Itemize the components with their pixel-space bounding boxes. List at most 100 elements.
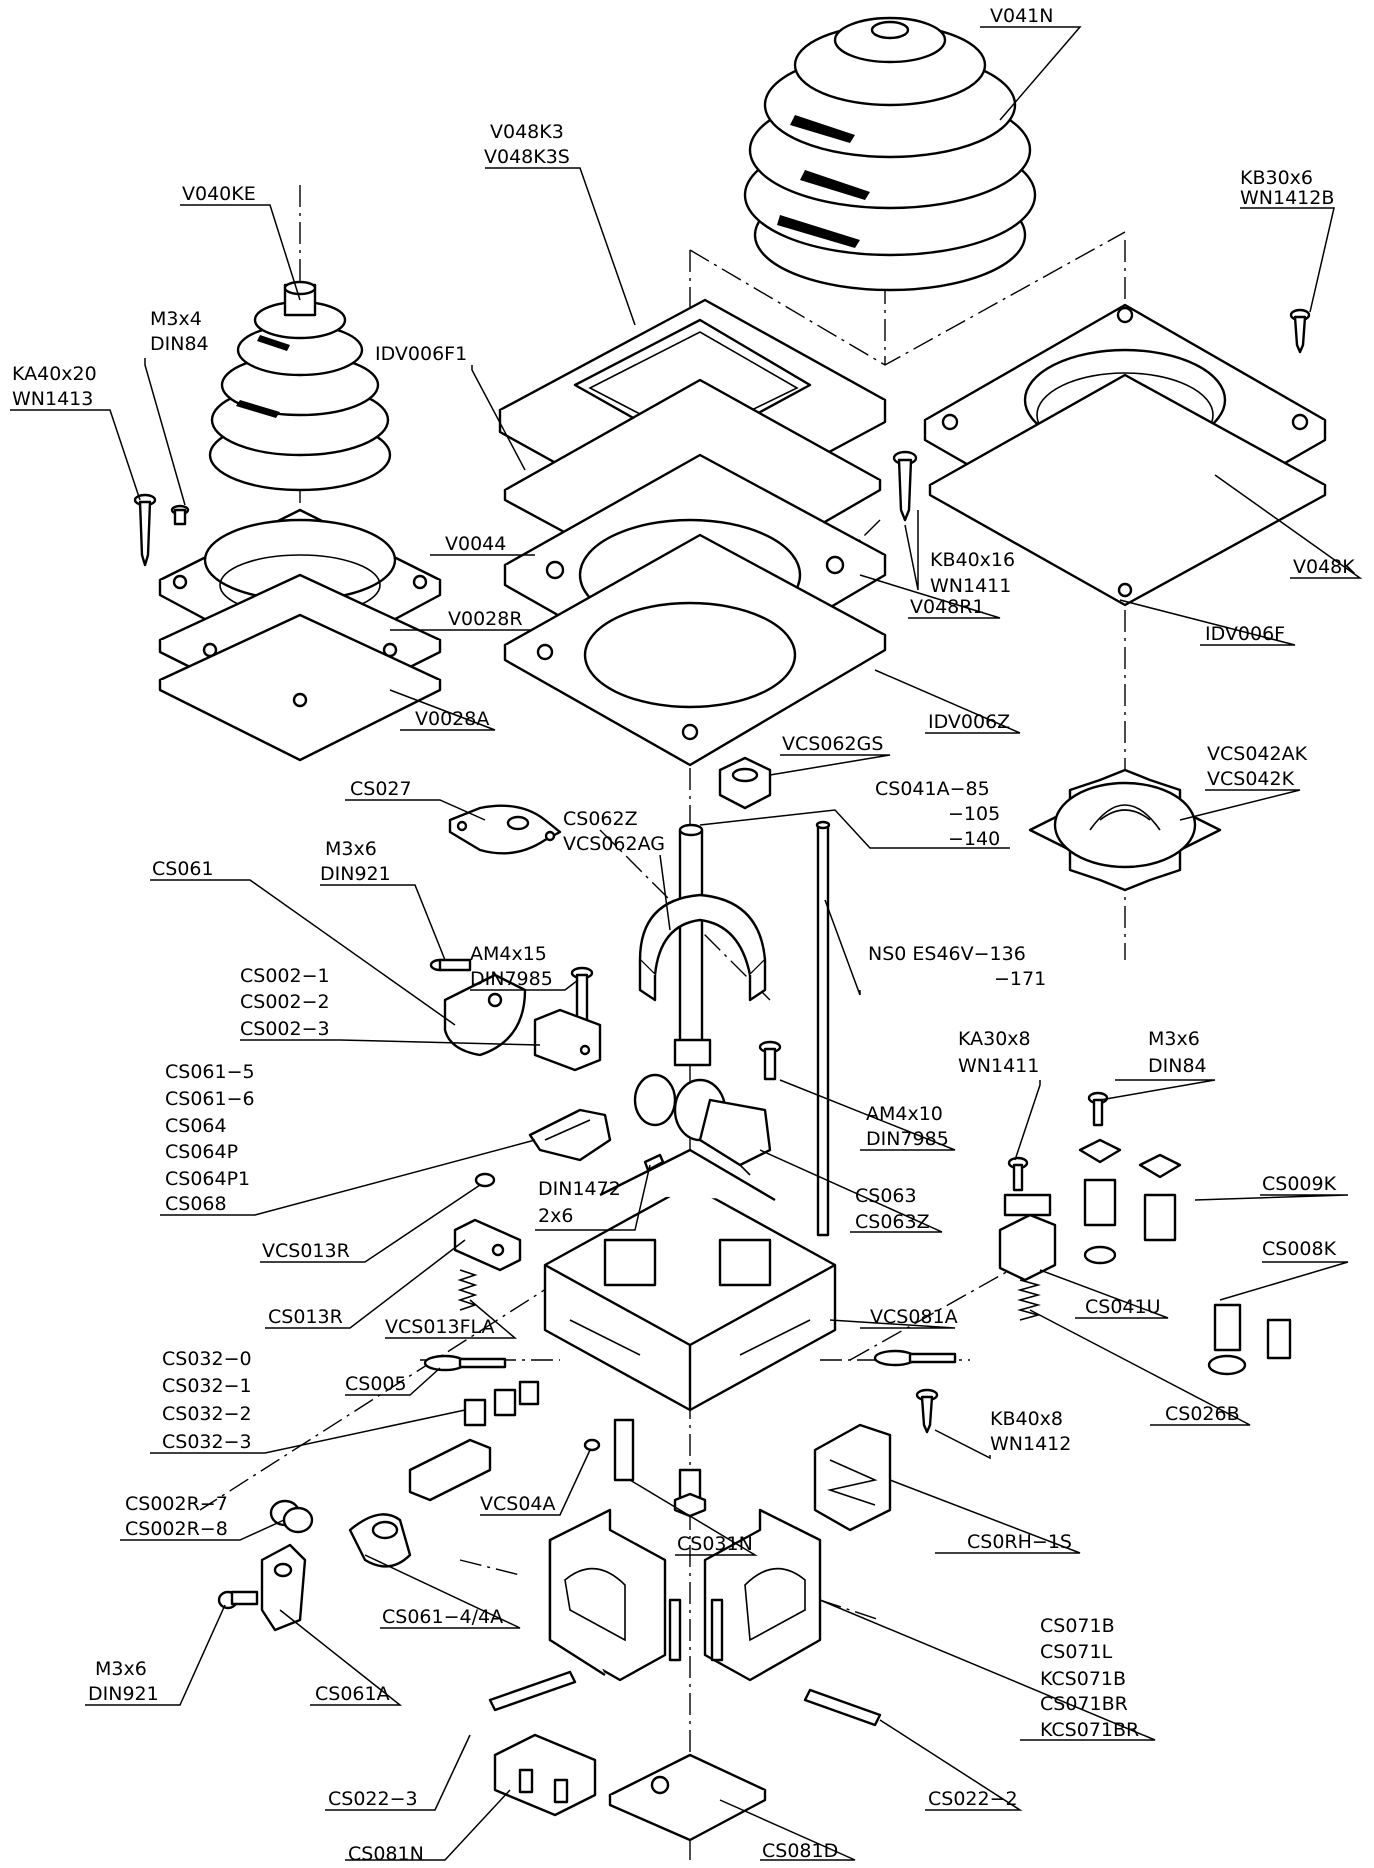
label-cs013r: CS013R [268,1306,343,1328]
label-cs061: CS061 [152,858,214,880]
label-cs062z: CS062Z [563,808,638,830]
kb40x8-screw-part [915,1388,939,1434]
kb40x16-screw-part [892,450,918,522]
label-m3x4: M3x4 [150,308,202,330]
label-cs002-2: CS002−2 [240,991,330,1013]
label-csorh-1s: CS0RH−1S [967,1531,1072,1553]
label-cs041a-140: −140 [948,828,1000,850]
label-v0044: V0044 [445,533,506,555]
leader-lines [10,26,1363,1861]
label-cs009k: CS009K [1262,1173,1337,1195]
cs061-4-lever-part [348,1438,492,1568]
label-din1472: DIN1472 [538,1178,621,1200]
label-kb30x6: KB30x6 [1240,167,1313,189]
cs061-quadrant-part [443,973,527,1057]
label-cs071br: CS071BR [1040,1693,1128,1715]
ka40x20-screw-part [133,493,157,567]
label-vcs042k: VCS042K [1207,768,1295,790]
label-vcs013r: VCS013R [262,1240,350,1262]
label-cs068: CS068 [165,1193,227,1215]
label-v0028a: V0028A [415,708,489,730]
cs008k-part [1207,1303,1292,1376]
label-cs064: CS064 [165,1115,227,1137]
label-din7985-a: DIN7985 [470,968,553,990]
cs041u-part [998,1193,1057,1282]
label-v0028r: V0028R [448,608,523,630]
label-cs022-3: CS022−3 [328,1788,418,1810]
m3x4-screw-part [170,504,190,526]
vcs042ak-part [1028,768,1222,892]
label-ka40x20: KA40x20 [12,363,97,385]
label-cs032-1: CS032−1 [162,1375,252,1397]
label-cs041a-105: −105 [948,803,1000,825]
label-cs061a: CS061A [315,1683,390,1705]
label-cs026b: CS026B [1165,1403,1240,1425]
label-din84-b: DIN84 [1148,1055,1207,1077]
am4x15-screw-part [570,966,594,1025]
label-cs071l: CS071L [1040,1641,1113,1663]
v041n-boot-part [743,16,1037,292]
label-m3x6-a: M3x6 [325,838,377,860]
label-din921-b: DIN921 [88,1683,159,1705]
cs041a-rod-part [815,820,831,1237]
label-cs063: CS063 [855,1185,917,1207]
callout-labels: V041N KB30x6 WN1412B V048K3 V048K3S V040… [12,5,1355,1865]
label-v040ke: V040KE [182,183,256,205]
ka30x8-screw-part [1007,1156,1029,1192]
label-vcs062gs: VCS062GS [782,733,883,755]
m3x6-din921-screw-part [429,958,472,972]
label-din84-a: DIN84 [150,333,209,355]
vcs062gs-part [718,756,772,810]
label-cs002r-7: CS002R−7 [125,1493,228,1515]
label-cs081d: CS081D [762,1840,838,1862]
vcs04a-part [583,1438,601,1452]
label-cs022-2: CS022−2 [928,1788,1018,1810]
cs022-2-part [803,1688,882,1727]
cs013r-part [453,1218,522,1272]
label-idv006z: IDV006Z [928,711,1010,733]
v0028a-gasket-part [158,613,442,762]
label-wn1412b: WN1412B [1240,187,1334,209]
label-wn1412: WN1412 [990,1433,1071,1455]
label-cs027: CS027 [350,778,412,800]
label-v048r1: V048R1 [910,596,985,618]
label-kcs071b: KCS071B [1040,1668,1126,1690]
label-ka30x8: KA30x8 [958,1028,1031,1050]
label-cs005: CS005 [345,1373,407,1395]
cs081d-plate-part [608,1753,767,1842]
cs071-left-half-part [548,1508,682,1682]
cs061a-part [260,1543,307,1632]
cs005-key-part [423,1354,507,1372]
label-cs061-6: CS061−6 [165,1088,255,1110]
label-cs071b: CS071B [1040,1615,1115,1637]
m3x6-din921-lower-screw-part [217,1590,259,1610]
label-wn1413: WN1413 [12,388,93,410]
kb30x6-screw-part [1289,308,1311,354]
label-cs032-3: CS032−3 [162,1431,252,1453]
cs062z-shaft-part [638,823,767,1067]
label-cs002-1: CS002−1 [240,965,330,987]
vcs081a-bottom-nut-part [673,1468,707,1518]
label-wn1411-a: WN1411 [930,575,1011,597]
cs026b-spring-part [1017,1279,1041,1321]
label-cs041u: CS041U [1085,1296,1161,1318]
cs071-right-half-part [703,1508,822,1682]
csorh-1s-spring-part [813,1423,892,1532]
label-cs063z: CS063Z [855,1211,930,1233]
label-din921-a: DIN921 [320,863,391,885]
cs009k-kit-part [1078,1091,1182,1265]
label-vcs062ag: VCS062AG [563,833,665,855]
label-cs031n: CS031N [677,1533,753,1555]
label-m3x6-b: M3x6 [1148,1028,1200,1050]
label-v048k3s: V048K3S [484,146,570,168]
label-cs002-3: CS002−3 [240,1018,330,1040]
label-din1472-size: 2x6 [538,1205,573,1227]
label-vcs04a: VCS04A [480,1493,556,1515]
idv006z-gasket-part [503,533,887,767]
cs002-block-part [533,1008,602,1072]
label-v048k3: V048K3 [490,121,564,143]
label-ns0-171: −171 [994,968,1046,990]
vcs013r-part [474,1172,496,1188]
label-v048k: V048K [1293,556,1355,578]
